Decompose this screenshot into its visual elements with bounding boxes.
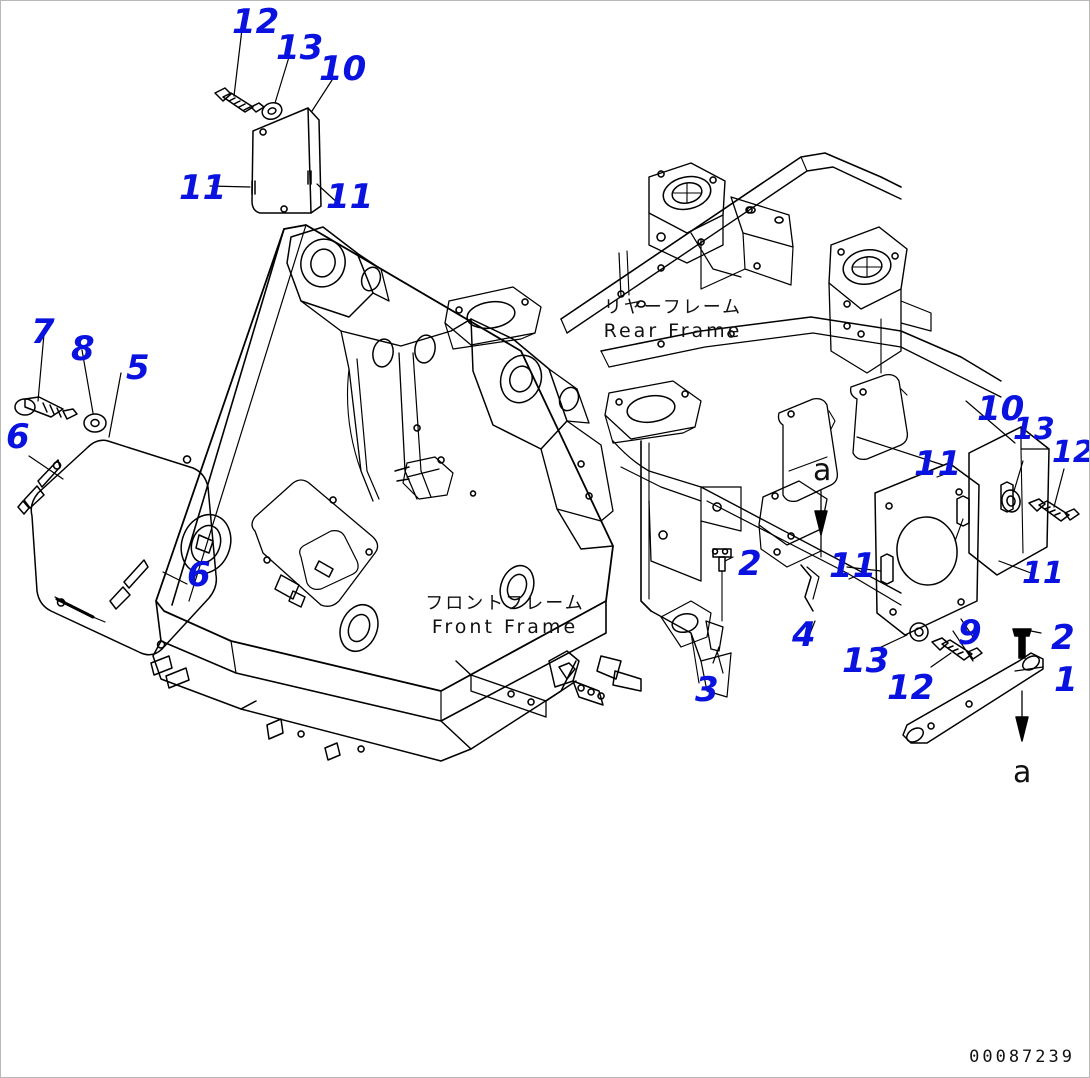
callout-9: 9 (958, 613, 982, 653)
washer-8 (83, 413, 107, 433)
callout-10: 10 (319, 49, 367, 89)
bolt-7 (14, 396, 78, 420)
frame-label-front-en: Front Frame (431, 615, 579, 638)
reference-mark-a-bottom: a (1013, 755, 1032, 790)
callout-11: 11 (326, 177, 374, 217)
callout-6: 6 (6, 417, 30, 457)
washer-13-lower (909, 622, 929, 642)
frame-label-front-jp: フロントフレーム (425, 593, 585, 614)
callout-3: 3 (695, 670, 719, 710)
bar-1 (902, 652, 1044, 744)
frame-label-rear-en: Rear Frame (603, 319, 743, 342)
reference-arrow-a-bottom (1015, 690, 1029, 742)
bolt-12-lower (931, 637, 983, 661)
callout-13: 13 (276, 28, 324, 68)
reference-mark-a-middle: a (813, 453, 832, 488)
callout-8: 8 (71, 329, 95, 369)
callout-12: 12 (232, 2, 280, 42)
callout-11: 11 (829, 546, 877, 586)
bolt-12-top-left (214, 87, 265, 113)
callout-5: 5 (126, 348, 150, 388)
clamp-6-right (109, 559, 149, 610)
callout-12: 12 (887, 668, 935, 708)
cover-plate-10-top-left (251, 107, 322, 214)
callout-11: 11 (1022, 556, 1064, 591)
frame-label-rear-jp: リヤーフレーム (603, 297, 743, 318)
callout-4: 4 (792, 615, 816, 655)
washer-13-top-left (261, 101, 283, 121)
pin-3 (705, 620, 724, 674)
panel-cluster-right (758, 373, 1050, 662)
callout-13: 13 (1013, 412, 1055, 447)
callout-11: 11 (914, 444, 962, 484)
clip-11-right (307, 170, 312, 185)
frame-label-front: フロントフレーム Front Frame (425, 593, 584, 639)
callout-2: 2 (738, 544, 762, 584)
callout-2: 2 (1051, 618, 1075, 658)
callout-1: 1 (1054, 660, 1078, 700)
callout-7: 7 (31, 312, 55, 352)
front-frame-body (150, 224, 642, 762)
bolt-2-right (1012, 628, 1032, 659)
reference-arrow-a-middle (814, 490, 828, 558)
rear-frame-body (444, 152, 1002, 698)
clip-11-panel9-right (956, 495, 970, 527)
callout-6: 6 (187, 555, 211, 595)
bolt-2-center (711, 548, 732, 622)
bolt-12-right (1028, 498, 1080, 522)
clip-11-panel9-left (880, 553, 894, 585)
frame-label-rear: リヤーフレーム Rear Frame (604, 297, 743, 343)
washer-13-right (1001, 489, 1021, 513)
callout-12: 12 (1052, 435, 1090, 470)
clip-11-left (251, 180, 256, 195)
drawing-number: 00087239 (969, 1047, 1075, 1067)
clip-11-panel10 (1000, 481, 1014, 513)
callout-13: 13 (842, 641, 890, 681)
callout-11: 11 (179, 168, 227, 208)
callout-10: 10 (977, 389, 1025, 429)
clamp-6-left (17, 459, 61, 515)
